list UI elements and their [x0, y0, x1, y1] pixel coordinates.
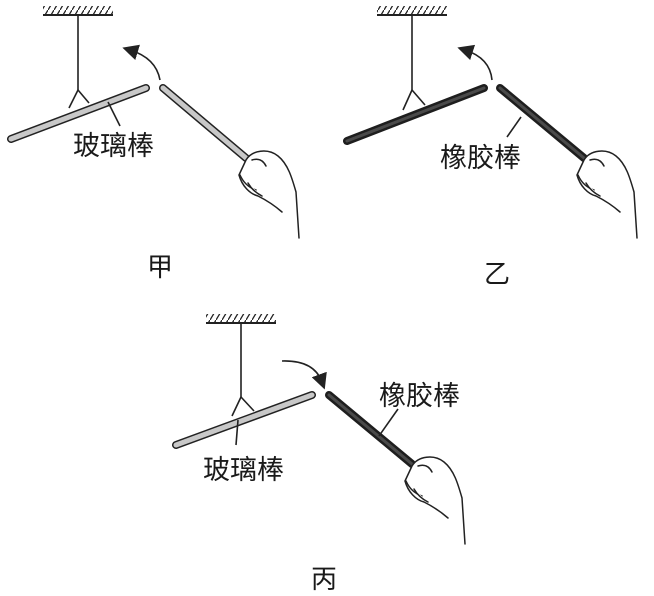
suspension-string: [231, 323, 255, 417]
panel-yi: 橡胶棒 乙: [343, 6, 638, 290]
held-rod-label: 橡胶棒: [440, 143, 521, 174]
panel-bing: 玻璃棒 橡胶棒 丙: [172, 314, 466, 595]
ceiling-mount: [206, 314, 276, 324]
hung-rod-label: 玻璃棒: [203, 455, 284, 486]
ceiling-mount: [43, 6, 113, 16]
held-rod-label: 橡胶棒: [379, 381, 460, 412]
panel-caption: 丙: [311, 565, 337, 595]
suspension-string: [68, 15, 90, 109]
hand-jia: [238, 150, 300, 239]
hung-rod-label: 玻璃棒: [73, 131, 154, 162]
suspension-string: [402, 15, 426, 111]
panel-jia: 玻璃棒 甲: [7, 6, 300, 283]
panel-caption: 甲: [147, 253, 173, 283]
ceiling-mount: [377, 6, 447, 16]
swing-arrow: [457, 44, 493, 81]
panel-caption: 乙: [484, 260, 510, 290]
swing-arrow: [122, 44, 161, 81]
hand-bing: [404, 456, 466, 545]
swing-arrow: [281, 360, 327, 390]
hand-yi: [576, 150, 638, 239]
